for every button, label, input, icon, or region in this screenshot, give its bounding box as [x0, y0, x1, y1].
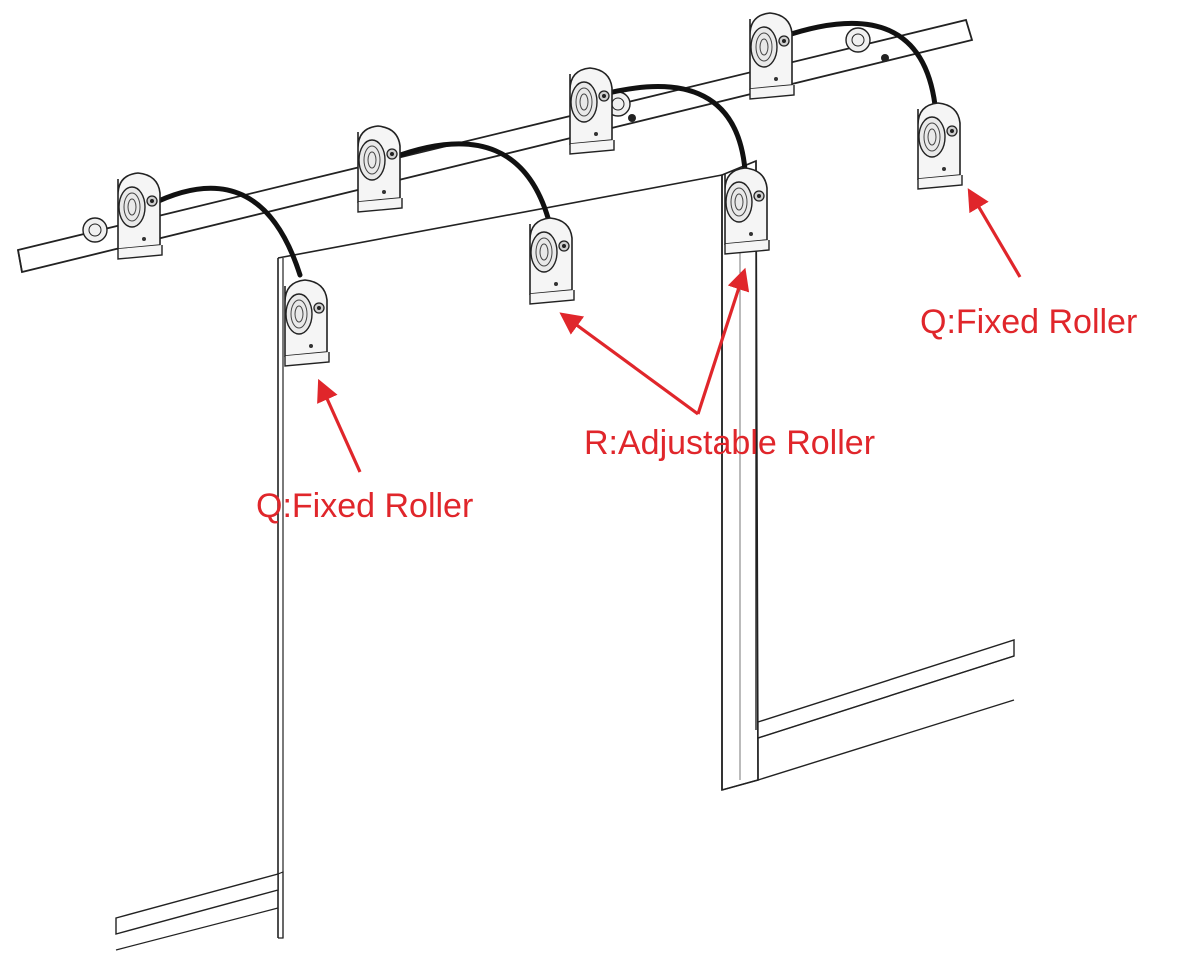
rail-stopper-right — [845, 27, 871, 53]
door-left — [115, 174, 723, 951]
arrow-icon — [696, 267, 750, 415]
fixed-roller-right-label: Q:Fixed Roller — [920, 303, 1137, 341]
arrow-icon — [559, 312, 699, 416]
adjustable-roller-label: R:Adjustable Roller — [584, 424, 875, 462]
fixed-roller-right-hardware — [917, 102, 963, 190]
fixed-roller-left-hardware — [284, 279, 330, 367]
roller-icon — [357, 125, 403, 213]
rail-stopper-left — [82, 217, 108, 243]
arrow-icon — [967, 188, 1022, 278]
fixed-roller-left-label: Q:Fixed Roller — [256, 487, 473, 525]
roller-icon — [749, 12, 795, 100]
roller-icon — [117, 172, 163, 260]
roller-icon — [569, 67, 615, 155]
door-right — [721, 159, 1015, 792]
adjustable-roller-right-hardware — [724, 167, 770, 255]
hanging-straps — [147, 20, 938, 278]
sliding-rail — [16, 18, 974, 274]
adjustable-roller-left-hardware — [529, 217, 575, 305]
arrow-icon — [317, 378, 362, 473]
